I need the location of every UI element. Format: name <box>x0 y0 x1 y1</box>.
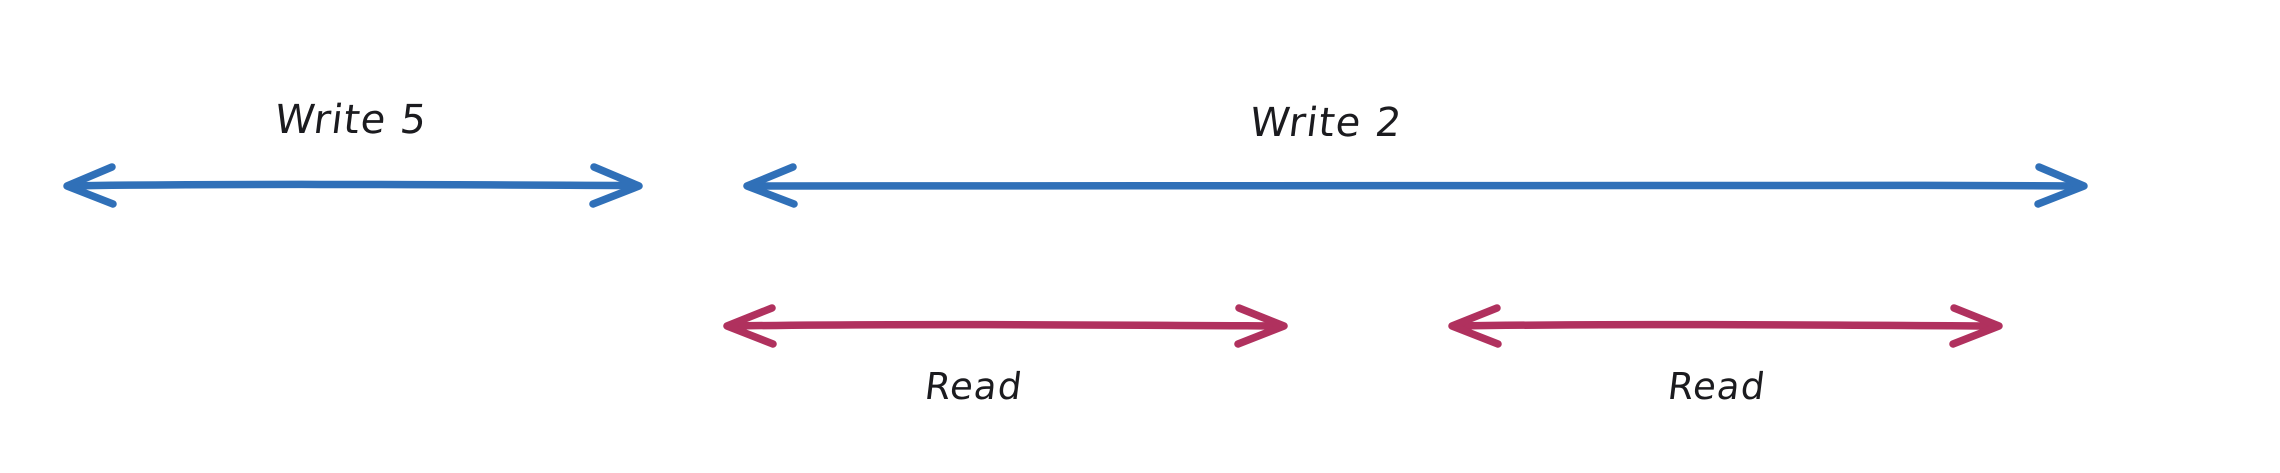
arrow-shaft <box>724 320 1286 330</box>
arrowhead-left <box>1448 304 1502 348</box>
arrowhead-right <box>2034 163 2088 208</box>
arrow-read-1[interactable] <box>723 304 1288 348</box>
arrowhead-left <box>743 163 798 208</box>
arrow-write-2[interactable] <box>743 163 2088 208</box>
arrow-shaft <box>1449 320 2001 330</box>
arrow-write-5[interactable] <box>63 163 643 208</box>
arrowhead-right <box>1234 304 1288 348</box>
arrow-read-2[interactable] <box>1448 304 2003 348</box>
arrow-shaft <box>744 180 2086 190</box>
arrowhead-left <box>63 163 117 208</box>
arrow-shaft <box>64 180 641 190</box>
arrowhead-right <box>589 163 643 208</box>
arrowhead-right <box>1949 304 2003 348</box>
arrowhead-left <box>723 304 777 348</box>
